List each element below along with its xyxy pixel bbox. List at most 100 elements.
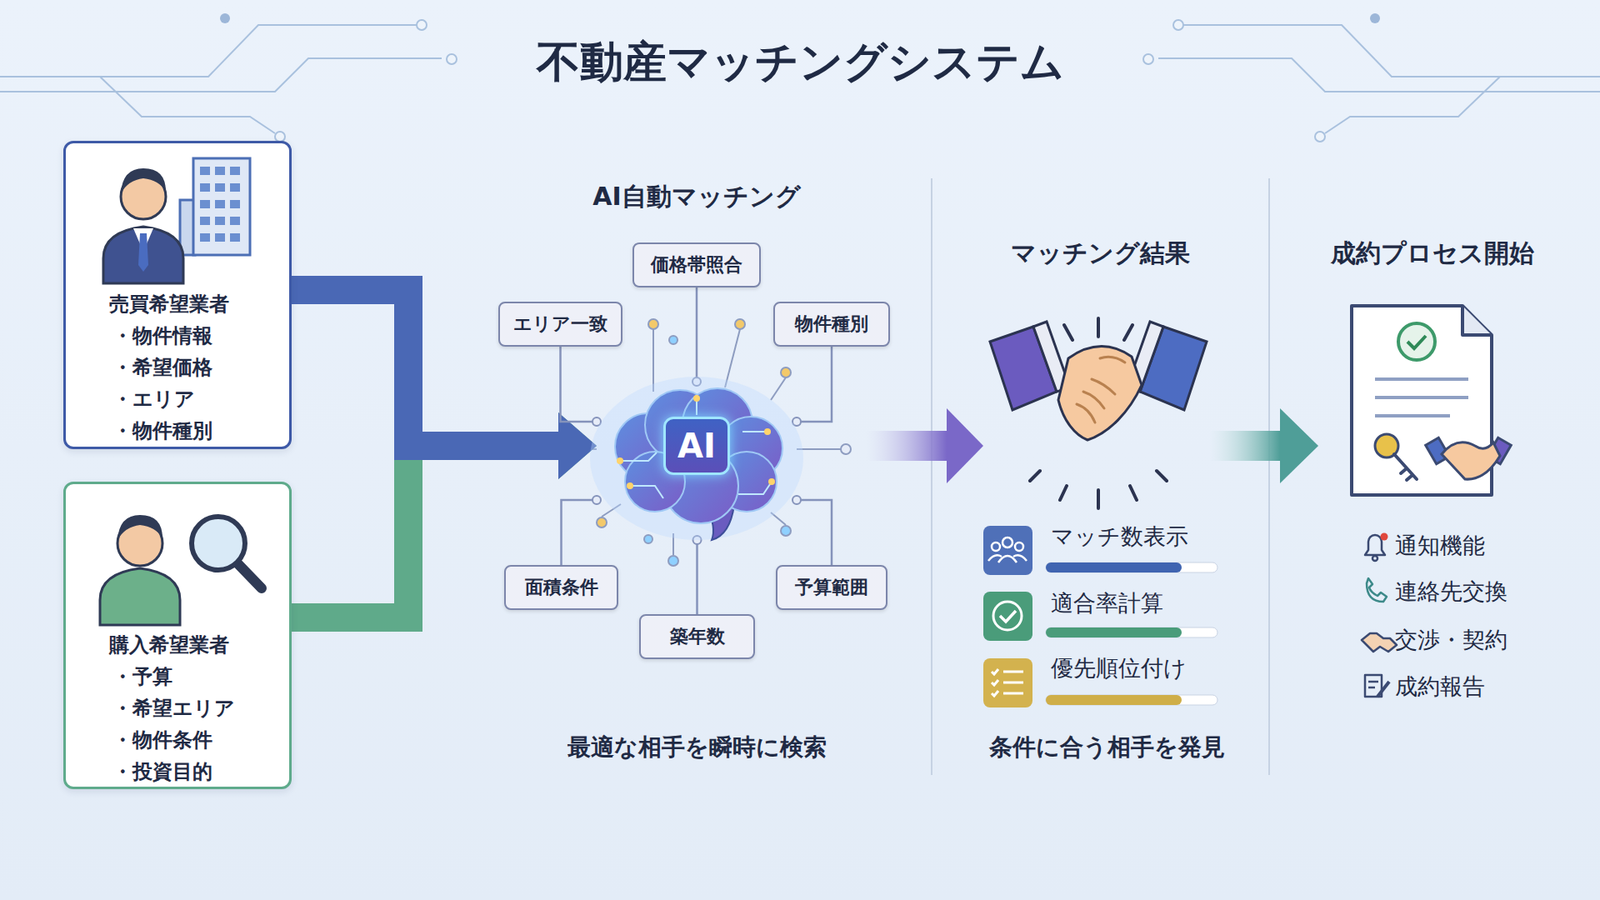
result-icons — [983, 525, 1033, 708]
process-icons — [1377, 681, 1390, 697]
criteria-label: 物件種別 — [795, 311, 869, 337]
brain-nodes — [616, 395, 775, 490]
flow-arrow — [866, 430, 947, 461]
buyer-box: 購入希望業者・予算・希望エリア・物件条件・投資目的 — [63, 481, 292, 790]
arrow-head — [558, 412, 597, 480]
handshake-illustration — [1140, 326, 1207, 410]
flow-arrow — [1209, 430, 1280, 461]
circuit-trace — [1183, 25, 1600, 77]
brain-circuit-dots — [542, 319, 851, 566]
handshake-illustration — [1126, 321, 1164, 392]
ai-brain: AI — [596, 381, 797, 540]
attribute-item: ・希望エリア — [109, 692, 290, 725]
result-icons — [983, 525, 1033, 575]
circuit-connector — [792, 346, 832, 426]
connector-line — [796, 346, 832, 422]
brain-circuit-dots — [780, 367, 791, 378]
circuit-trace — [1315, 131, 1325, 142]
brain-circuit-dots — [542, 444, 553, 455]
handshake-illustration — [990, 326, 1057, 410]
attribute-item: ・希望価格 — [109, 351, 290, 384]
circuit-trace — [1325, 76, 1500, 134]
brain-nodes — [768, 478, 775, 485]
result-icons — [1000, 610, 1016, 622]
attribute-item: ・予算 — [109, 660, 290, 693]
attribute-item: ・物件種別 — [109, 415, 290, 447]
circuit-connector — [792, 495, 832, 565]
circuit-trace — [1173, 20, 1184, 30]
handshake-illustration — [1076, 356, 1125, 423]
circuit-trace — [0, 58, 442, 92]
process-icons — [1372, 555, 1378, 561]
connector-dot — [592, 495, 601, 505]
column-heading: マッチング結果 — [1010, 236, 1190, 271]
brain-circuit — [742, 430, 768, 433]
brain-nodes — [764, 428, 771, 435]
process-item: 成約報告 — [1395, 671, 1485, 702]
circuit-trace — [220, 13, 230, 24]
brain-nodes — [626, 482, 634, 490]
circuit-trace — [100, 76, 275, 134]
ai-chip-label: AI — [663, 416, 730, 475]
arrow-head — [558, 412, 597, 480]
handshake-illustration — [990, 318, 1207, 509]
circuit-trace — [0, 25, 417, 77]
column-heading: 成約プロセス開始 — [1330, 236, 1535, 271]
process-icons — [1361, 533, 1397, 698]
brain-circuit-dots — [596, 517, 607, 528]
result-icons — [991, 669, 1024, 696]
progress-bar — [1045, 562, 1182, 573]
attribute-item: ・投資目的 — [109, 755, 290, 788]
process-item: 通知機能 — [1395, 530, 1485, 561]
criteria-label: 築年数 — [670, 624, 725, 650]
connector-line — [561, 500, 598, 565]
attribute-item: ・物件条件 — [109, 724, 290, 756]
circuit-connector — [560, 346, 602, 426]
connector-line — [695, 287, 699, 382]
brain-circuit-dots — [725, 329, 740, 388]
handshake-illustration — [1030, 318, 1167, 509]
connector-line — [796, 500, 832, 565]
criteria-tag: 予算範囲 — [775, 565, 888, 610]
seller-box: 売買希望業者・物件情報・希望価格・エリア・物件種別 — [63, 140, 292, 450]
brain-circuit-dots — [644, 535, 653, 544]
criteria-label: エリア一致 — [513, 311, 608, 337]
progress-bar — [1045, 627, 1218, 638]
progress-bar — [1045, 627, 1182, 638]
column-caption: 条件に合う相手を発見 — [989, 731, 1225, 764]
circuit-connector — [693, 535, 702, 615]
process-icons — [1361, 633, 1397, 652]
brain-glow — [590, 376, 804, 540]
progress-bar — [1045, 562, 1218, 705]
brain-circuit-dots — [669, 335, 678, 345]
brain-lobes — [615, 388, 783, 524]
result-icons — [991, 669, 999, 696]
brain-circuit-dots — [840, 444, 851, 455]
result-item: 適合率計算 — [1050, 588, 1164, 619]
criteria-tag: エリア一致 — [498, 301, 623, 347]
brain-circuit-dots — [648, 319, 659, 330]
actor-heading: 売買希望業者 — [109, 288, 290, 320]
handshake-illustration — [1058, 346, 1142, 441]
column-separator — [931, 178, 1270, 775]
brain-circuit-dots — [668, 555, 679, 566]
circuit-trace — [446, 54, 457, 65]
column-heading: AI自動マッチング — [592, 180, 800, 215]
process-item: 連絡先交換 — [1395, 576, 1508, 607]
attribute-item: ・物件情報 — [109, 320, 290, 352]
criteria-label: 価格帯照合 — [650, 252, 743, 278]
result-icons — [983, 591, 1033, 641]
handshake-illustration — [1033, 321, 1070, 392]
actor-heading: 購入希望業者 — [109, 629, 290, 661]
column-separator — [930, 178, 933, 775]
flow-arrow — [1280, 408, 1319, 484]
contract-document — [1351, 305, 1492, 495]
result-icons — [991, 542, 1000, 551]
criteria-label: 予算範囲 — [795, 575, 869, 600]
brain-circuit — [620, 452, 657, 461]
circuit-connector — [561, 495, 602, 565]
criteria-label: 面積条件 — [525, 575, 599, 600]
brain-circuit-dots — [547, 448, 597, 450]
result-icons — [988, 537, 1027, 563]
brain-circuit-dots — [780, 525, 791, 536]
